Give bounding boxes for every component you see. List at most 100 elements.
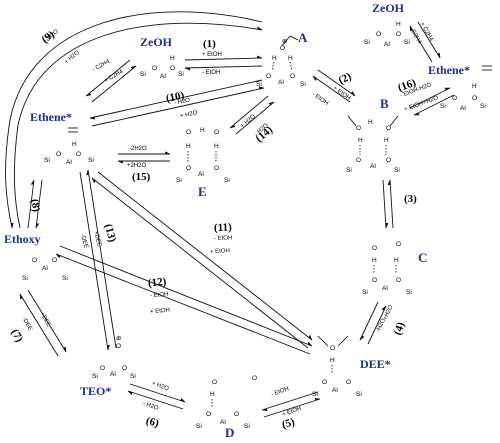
svg-text:O: O: [206, 411, 211, 418]
r14-top-label: + H2O: [240, 114, 258, 130]
structure-zeoh-right: Si O Al O Si H: [364, 21, 410, 48]
reaction-number-2: (2): [337, 70, 354, 86]
arrow-r4-reverse: [367, 305, 387, 345]
reaction-number-3: (3): [404, 193, 417, 205]
r10-bottom-label: + H2O: [180, 110, 199, 120]
arrow-c2h4-left-reverse: [91, 65, 137, 103]
reaction-number-16: (16): [396, 77, 418, 95]
svg-text:Si: Si: [440, 103, 446, 110]
r11-top-label: - EtOH: [214, 235, 233, 242]
svg-text:Si: Si: [480, 103, 486, 110]
svg-text:Al: Al: [42, 265, 48, 272]
svg-text:H: H: [272, 55, 277, 62]
species-label-c: C: [418, 250, 427, 265]
species-label-b: B: [380, 96, 389, 111]
structure-teo: O ⊕ O O Al Si Si: [92, 335, 136, 380]
svg-text:Al: Al: [160, 73, 166, 80]
svg-text:O: O: [76, 151, 81, 158]
arrow-r5-forward: [261, 391, 319, 412]
svg-text:O: O: [290, 73, 295, 80]
arrow-r7-forward: [27, 289, 67, 353]
arrow-r11-forward: [97, 171, 313, 341]
arrow-r6-forward: [129, 383, 186, 403]
structure-c: O O H H O O Al Si Si: [362, 241, 412, 296]
svg-text:Si: Si: [88, 157, 94, 164]
arrow-r8-forward: [35, 179, 43, 229]
arrow-r3-forward: [382, 179, 389, 229]
svg-text:H: H: [288, 55, 293, 62]
arrow-r13-reverse: [86, 169, 117, 349]
svg-text:Si: Si: [244, 423, 250, 430]
svg-text:H: H: [170, 55, 175, 62]
r5-top-label: - EtOH: [271, 386, 290, 398]
svg-text:Al: Al: [220, 419, 226, 426]
rc2h4-left-top-label: - C2H4: [92, 58, 112, 73]
svg-text:Si: Si: [140, 71, 146, 78]
svg-text:H: H: [330, 357, 335, 364]
structure-b: O O H H H O O Al Si Si: [346, 115, 400, 174]
species-label-a: A: [298, 30, 308, 45]
svg-text:H: H: [368, 119, 373, 126]
svg-text:Al: Al: [384, 41, 390, 48]
svg-text:O: O: [280, 45, 285, 52]
r13-bottom-label: -DEE: [79, 234, 89, 249]
species-label-d: D: [225, 425, 234, 440]
svg-text:Si: Si: [92, 373, 98, 380]
arrow-c2h4-right-forward: [417, 21, 441, 59]
r11-bottom-label: + EtOH: [210, 248, 230, 255]
svg-text:O: O: [396, 241, 401, 248]
arrow-r5-reverse: [263, 397, 321, 418]
svg-text:H: H: [396, 21, 401, 28]
svg-text:Si: Si: [300, 81, 306, 88]
svg-text:H: H: [72, 141, 77, 148]
reaction-number-15: (15): [132, 171, 151, 183]
svg-text:O: O: [234, 411, 239, 418]
arrow-r2-forward: [317, 69, 356, 97]
svg-text:O: O: [266, 73, 271, 80]
r15-bottom-label: +2H2O: [127, 163, 147, 169]
reaction-number-12: (12): [147, 276, 167, 290]
svg-text:O: O: [372, 277, 377, 284]
svg-text:O: O: [372, 245, 377, 252]
arrow-r8-reverse: [27, 179, 35, 229]
species-label-zeoh-right: ZeOH: [372, 1, 405, 15]
svg-text:Si: Si: [312, 391, 318, 398]
svg-text:Si: Si: [176, 177, 182, 184]
arrow-r14-reverse: [235, 101, 275, 135]
svg-text:H: H: [214, 143, 219, 150]
species-label-ethoxy: Ethoxy: [4, 232, 41, 246]
svg-text:Al: Al: [382, 285, 388, 292]
svg-text:O: O: [52, 257, 57, 264]
svg-text:Al: Al: [66, 159, 72, 166]
reaction-number-13: (13): [102, 223, 118, 244]
r10-top-label: - H2O: [174, 97, 191, 106]
svg-text:Al: Al: [332, 387, 338, 394]
svg-text:H: H: [384, 137, 389, 144]
svg-text:O: O: [356, 125, 361, 132]
arrow-r10-forward: [89, 79, 263, 120]
species-label-teo: TEO*: [80, 384, 111, 398]
svg-text:O: O: [376, 31, 381, 38]
svg-text:Al: Al: [110, 371, 116, 378]
r2-bottom-label: - EtOH: [311, 91, 329, 106]
r9-bottom-label: + H2O: [64, 50, 82, 66]
arrow-r16-reverse: [413, 94, 455, 116]
r4-top-label: +H2O: [382, 304, 394, 321]
species-label-e: E: [198, 184, 207, 199]
structure-e: O O H H H O O Al Si Si: [176, 127, 230, 184]
svg-text:⊕: ⊕: [282, 38, 288, 45]
reaction-number-7: (7): [8, 327, 25, 344]
arrow-c2h4-left-forward: [85, 59, 131, 97]
svg-text:O: O: [346, 379, 351, 386]
r4-bottom-label: -H2O: [375, 317, 387, 333]
svg-text:⊕: ⊕: [116, 335, 122, 342]
svg-text:Si: Si: [394, 167, 400, 174]
r12-top-label: - EtOH: [150, 292, 169, 300]
svg-text:Al: Al: [460, 105, 466, 112]
reaction-number-4: (4): [392, 320, 408, 336]
svg-text:Si: Si: [346, 167, 352, 174]
svg-text:O: O: [56, 151, 61, 158]
structure-zeoh-center: Si O Al O Si H: [140, 55, 184, 80]
r13-top-label: +DEE: [92, 231, 102, 248]
